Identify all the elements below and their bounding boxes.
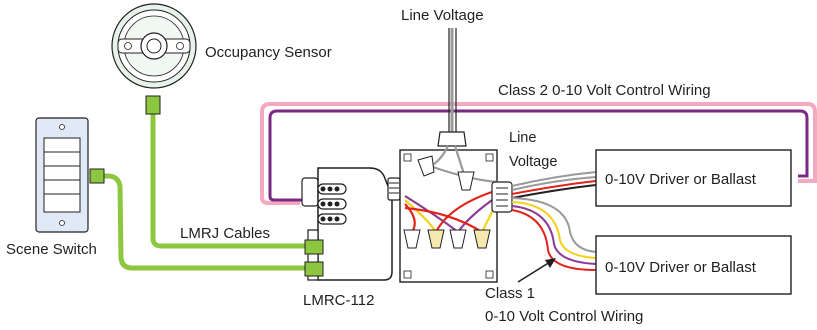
driver-1-label: 0-10V Driver or Ballast (605, 171, 757, 188)
wire-purple-a (404, 195, 459, 233)
wire-red-c (404, 206, 483, 233)
driver-2-label: 0-10V Driver or Ballast (605, 259, 757, 276)
driver-box-2 (595, 235, 792, 295)
scene-switch-label: Scene Switch (6, 241, 97, 258)
driver1-wire-black (511, 184, 597, 199)
switch-cable (102, 173, 312, 271)
driver1-wire-gray-2 (511, 176, 597, 191)
lmrc-label: LMRC-112 (303, 292, 374, 309)
wire-red-b (435, 188, 499, 233)
driver1-wire-red (511, 180, 597, 195)
lmrj-cables (102, 110, 312, 271)
wire-nut-icon (449, 229, 467, 249)
wire-nut-icon (417, 155, 435, 177)
wire-nut-icon (427, 229, 445, 249)
box-connector (491, 181, 513, 213)
line-voltage-feed (437, 28, 467, 147)
rj-port-2 (304, 261, 324, 277)
class1-wiring (511, 171, 597, 271)
occupancy-sensor-label: Occupancy Sensor (205, 44, 332, 61)
driver2-wire-purple (511, 205, 597, 265)
line-voltage-side-label-1: Line (509, 130, 536, 146)
occupancy-sensor-icon (111, 3, 197, 89)
class1-label-line1: Class 1 (485, 285, 535, 302)
driver2-wire-yellow (511, 201, 597, 259)
switch-cable-plug (89, 168, 105, 184)
wire-nut-icon (403, 229, 421, 249)
driver2-wire-red (511, 209, 597, 271)
lmrj-cables-label: LMRJ Cables (180, 225, 270, 242)
wire-nut-icon (473, 229, 491, 249)
sensor-cable-plug (145, 95, 161, 115)
line-voltage-side-label-2: Voltage (509, 154, 557, 170)
driver1-wire-gray-1 (511, 171, 597, 187)
class2-label: Class 2 0-10 Volt Control Wiring (498, 82, 711, 99)
scene-switch-icon (35, 117, 89, 233)
driver2-wire-gray (511, 197, 597, 253)
class1-label-line2: 0-10 Volt Control Wiring (485, 308, 643, 325)
wire-nuts (403, 155, 491, 249)
class2-control-wiring (260, 102, 817, 205)
rj-port-1 (304, 239, 324, 255)
arrow-icon (517, 258, 556, 283)
class2-wire-inner (268, 109, 809, 202)
wire-nut-icon (457, 171, 475, 191)
line-voltage-top-label: Line Voltage (401, 7, 484, 24)
driver-box-1 (595, 149, 792, 207)
lmrc-controller-icon (301, 167, 401, 281)
sensor-cable (150, 110, 312, 249)
class2-wire-outer (260, 102, 817, 205)
